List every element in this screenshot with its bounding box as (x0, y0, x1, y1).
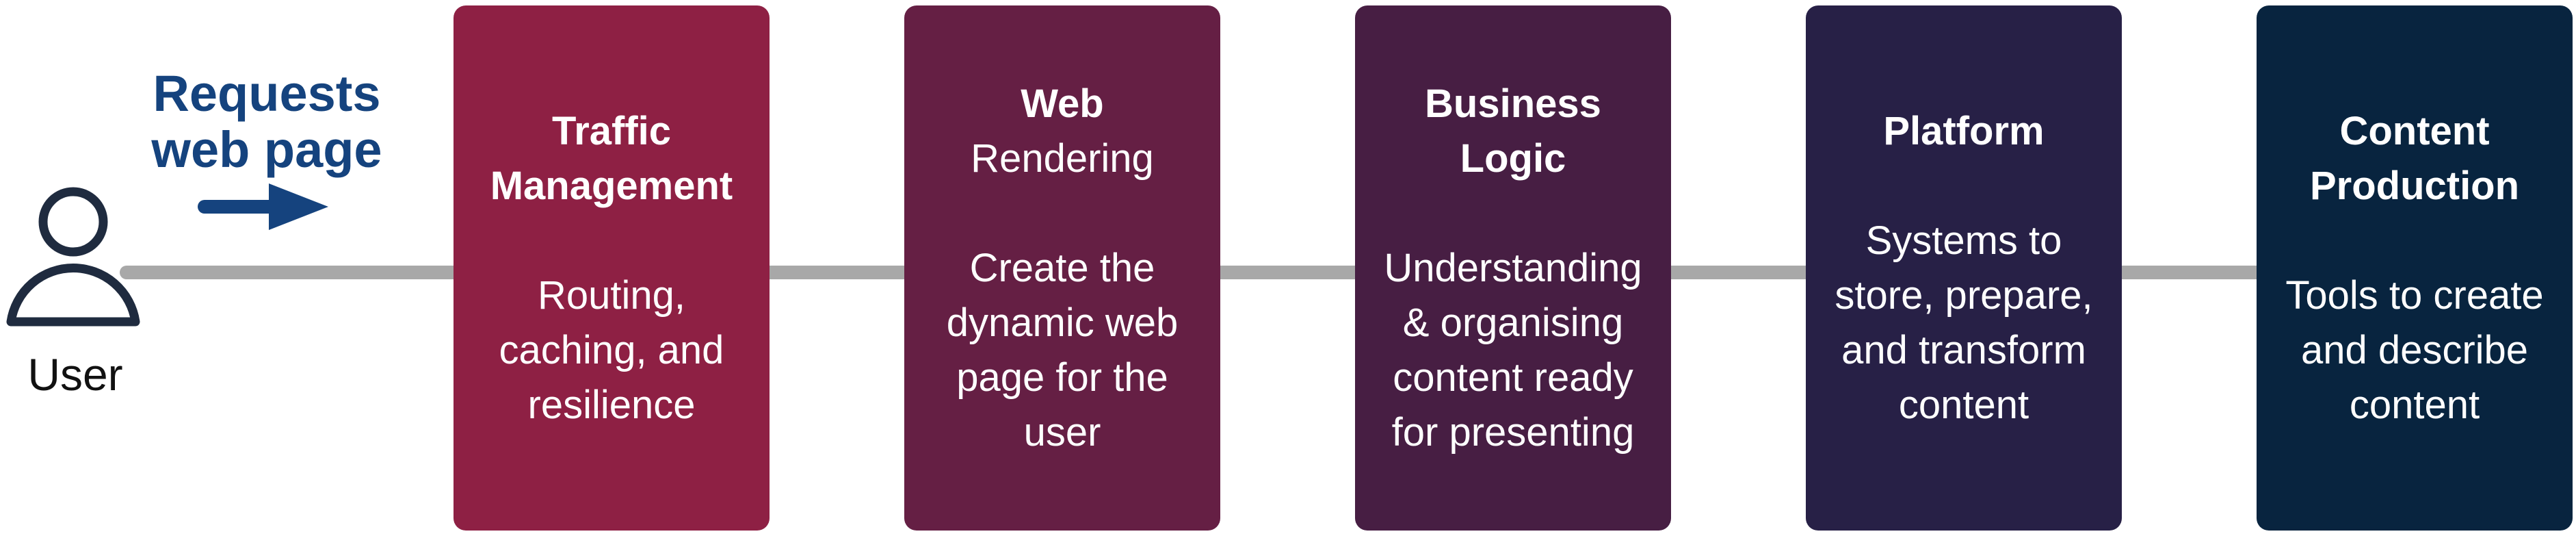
box-body-line: Tools to create (2285, 272, 2544, 318)
box-web-rendering: Web Rendering Create the dynamic web pag… (904, 5, 1220, 531)
box-body-line: Create the (969, 245, 1155, 290)
box-body-line: store, prepare, (1835, 272, 2093, 318)
box-title-line: Content (2339, 108, 2490, 153)
box-body-line: Understanding (1384, 245, 1642, 290)
box-platform: Platform Systems to store, prepare, and … (1806, 5, 2122, 531)
user-body-shape (6, 264, 140, 327)
box-title-line: Rendering (971, 136, 1154, 181)
request-arrow-icon (198, 183, 328, 230)
box-body-line: user (1023, 409, 1101, 455)
box-body-line: and describe (2300, 327, 2529, 372)
box-body-line: content ready (1393, 355, 1633, 400)
box-title-line: Management (490, 163, 733, 208)
request-label-line2: web page (151, 121, 382, 178)
request-label: Requests web page (116, 66, 417, 178)
box-title-line: Platform (1883, 108, 2045, 153)
box-body-line: and transform (1841, 327, 2086, 372)
user-icon (6, 187, 140, 327)
user-head-shape (38, 187, 108, 257)
arrow-head (269, 183, 328, 230)
box-body-line: for presenting (1391, 409, 1635, 455)
box-body-line: caching, and (499, 327, 724, 372)
arrow-shaft (198, 200, 276, 214)
box-title-line: Production (2309, 163, 2520, 208)
box-body-line: Routing, (537, 272, 686, 318)
box-body-line: page for the (956, 355, 1168, 400)
box-body-line: & organising (1402, 300, 1624, 345)
box-body-line: content (2349, 382, 2480, 427)
box-business-logic: Business Logic Understanding & organisin… (1355, 5, 1671, 531)
box-title-line: Traffic (551, 108, 672, 153)
box-body-line: dynamic web (946, 300, 1179, 345)
request-label-line1: Requests (153, 65, 381, 122)
box-body-line: Systems to (1865, 218, 2062, 263)
user-label: User (27, 349, 123, 400)
box-title-line: Business (1425, 81, 1601, 126)
box-content-production: Content Production Tools to create and d… (2257, 5, 2573, 531)
box-body-line: content (1898, 382, 2029, 427)
box-traffic-management: Traffic Management Routing, caching, and… (454, 5, 770, 531)
box-title-line: Web (1021, 81, 1104, 126)
box-title-line: Logic (1460, 136, 1566, 181)
box-body-line: resilience (527, 382, 696, 427)
